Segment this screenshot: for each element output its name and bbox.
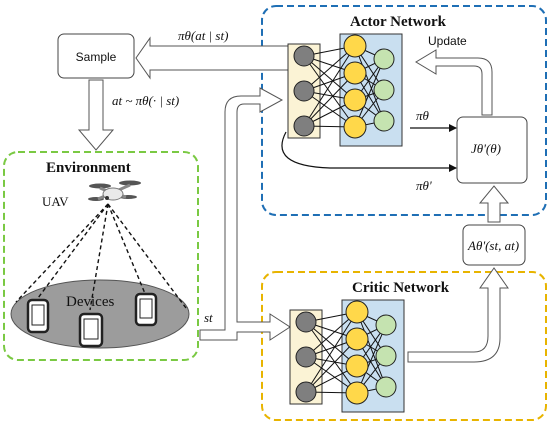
critic-network-frame: [261, 271, 547, 421]
critic-edge: [356, 311, 387, 388]
environment-title: Environment: [46, 160, 131, 176]
device-phone-1: [26, 298, 50, 334]
device-phone-2: [78, 312, 104, 348]
environment-frame: [3, 151, 199, 361]
actor-input-node: [293, 45, 315, 67]
coverage-lines: [15, 203, 187, 311]
pi-theta-label: πθ: [416, 108, 430, 123]
actor-hidden-node: [343, 61, 367, 85]
actor-hidden-node: [343, 34, 367, 58]
state-label: st: [204, 310, 213, 325]
state-to-networks-arrow: [199, 87, 291, 341]
actor-output-node: [373, 48, 395, 70]
advantage-label: Aθ'(st, at): [467, 238, 519, 253]
critic-to-advantage-arrow: [407, 267, 509, 363]
critic-output-node: [375, 345, 397, 367]
sample-label: Sample: [76, 50, 117, 64]
critic-output-node: [375, 376, 397, 398]
critic-hidden-node: [345, 381, 369, 405]
actor-edge: [303, 72, 356, 127]
policy-to-sample-arrow: [135, 36, 289, 80]
actor-hidden-node: [343, 115, 367, 139]
update-label: Update: [428, 34, 467, 48]
policy-output-label: πθ(at | st): [178, 28, 228, 43]
actor-edge: [354, 45, 385, 122]
update-arrow: [415, 49, 493, 116]
uav-label: UAV: [42, 194, 69, 209]
actor-output-node: [373, 110, 395, 132]
critic-network-title: Critic Network: [352, 280, 450, 296]
critic-input-node: [295, 346, 317, 368]
actor-edge: [303, 45, 356, 127]
sample-box: [57, 33, 135, 79]
critic-edge: [356, 324, 387, 394]
advantage-box: [462, 224, 526, 266]
actor-nodes: [293, 34, 395, 139]
actor-hidden-node: [343, 88, 367, 112]
uav-icon: [88, 180, 141, 201]
actor-edge: [354, 58, 385, 128]
advantage-to-objective-arrow: [478, 185, 510, 223]
actor-edge: [303, 55, 356, 128]
critic-edge: [305, 311, 358, 393]
actor-input-node: [293, 115, 315, 137]
critic-hidden-node: [345, 300, 369, 324]
pi-theta-prime-label: πθ': [416, 178, 432, 193]
action-sampling-label: at ~ πθ(· | st): [112, 93, 179, 108]
critic-input-node: [295, 381, 317, 403]
device-phone-3: [134, 292, 158, 327]
critic-hidden-node: [345, 327, 369, 351]
sample-to-env-arrow: [77, 79, 115, 151]
pi-theta-prime-arrow: [281, 131, 457, 172]
critic-hidden-node: [345, 354, 369, 378]
critic-edge: [305, 321, 358, 394]
objective-label: Jθ'(θ): [471, 141, 501, 156]
actor-input-node: [293, 80, 315, 102]
critic-nodes: [295, 300, 397, 405]
critic-input-node: [295, 311, 317, 333]
actor-output-node: [373, 79, 395, 101]
objective-box: [456, 116, 528, 184]
devices-label: Devices: [66, 294, 114, 310]
critic-output-node: [375, 314, 397, 336]
actor-network-title: Actor Network: [350, 14, 447, 30]
critic-edge: [305, 338, 358, 393]
